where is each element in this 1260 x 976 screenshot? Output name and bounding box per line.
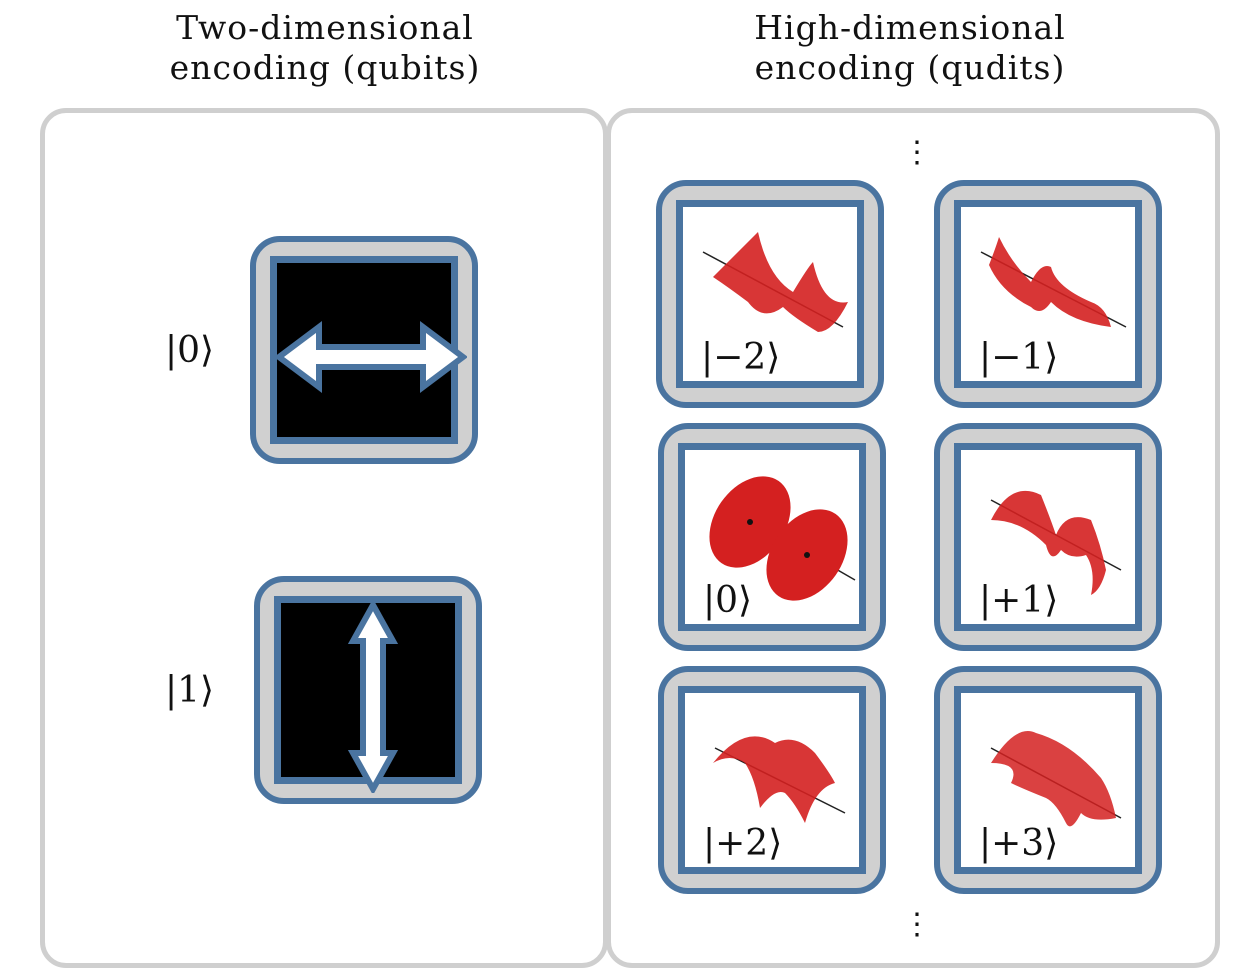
oam-mode-icon xyxy=(990,490,1122,595)
qubit-tile-1 xyxy=(254,576,482,804)
qudit-label: |+2⟩ xyxy=(703,823,783,864)
oam-mode-icon xyxy=(980,237,1127,328)
qudit-label: |−2⟩ xyxy=(701,337,781,378)
qubit-tile-0 xyxy=(250,236,478,464)
oam-mode-icon xyxy=(702,232,848,332)
oam-mode-icon xyxy=(709,476,856,601)
oam-mode-icon xyxy=(713,736,846,823)
qudit-label: |0⟩ xyxy=(703,580,753,621)
qudit-tile-plus1: |+1⟩ xyxy=(934,423,1162,651)
qubit-label-0: |0⟩ xyxy=(165,330,215,371)
qudit-tile-minus2: |−2⟩ xyxy=(656,180,884,408)
oam-mode-icon xyxy=(990,731,1122,827)
qudit-tile-plus3: |+3⟩ xyxy=(934,666,1162,894)
qudit-label: |−1⟩ xyxy=(979,337,1059,378)
qudit-tile-minus1: |−1⟩ xyxy=(934,180,1162,408)
vertical-arrow-icon xyxy=(347,603,399,793)
qudit-tile-0: |0⟩ xyxy=(658,423,886,651)
qudit-label: |+1⟩ xyxy=(979,580,1059,621)
ellipsis-top: ⋮ xyxy=(902,135,932,170)
horizontal-arrow-icon xyxy=(277,321,467,393)
qudit-label: |+3⟩ xyxy=(979,823,1059,864)
qubit-label-1: |1⟩ xyxy=(165,670,215,711)
left-title: Two-dimensional encoding (qubits) xyxy=(169,8,481,87)
right-title: High-dimensional encoding (qudits) xyxy=(754,8,1066,87)
qudit-tile-plus2: |+2⟩ xyxy=(658,666,886,894)
ellipsis-bottom: ⋮ xyxy=(902,907,932,942)
